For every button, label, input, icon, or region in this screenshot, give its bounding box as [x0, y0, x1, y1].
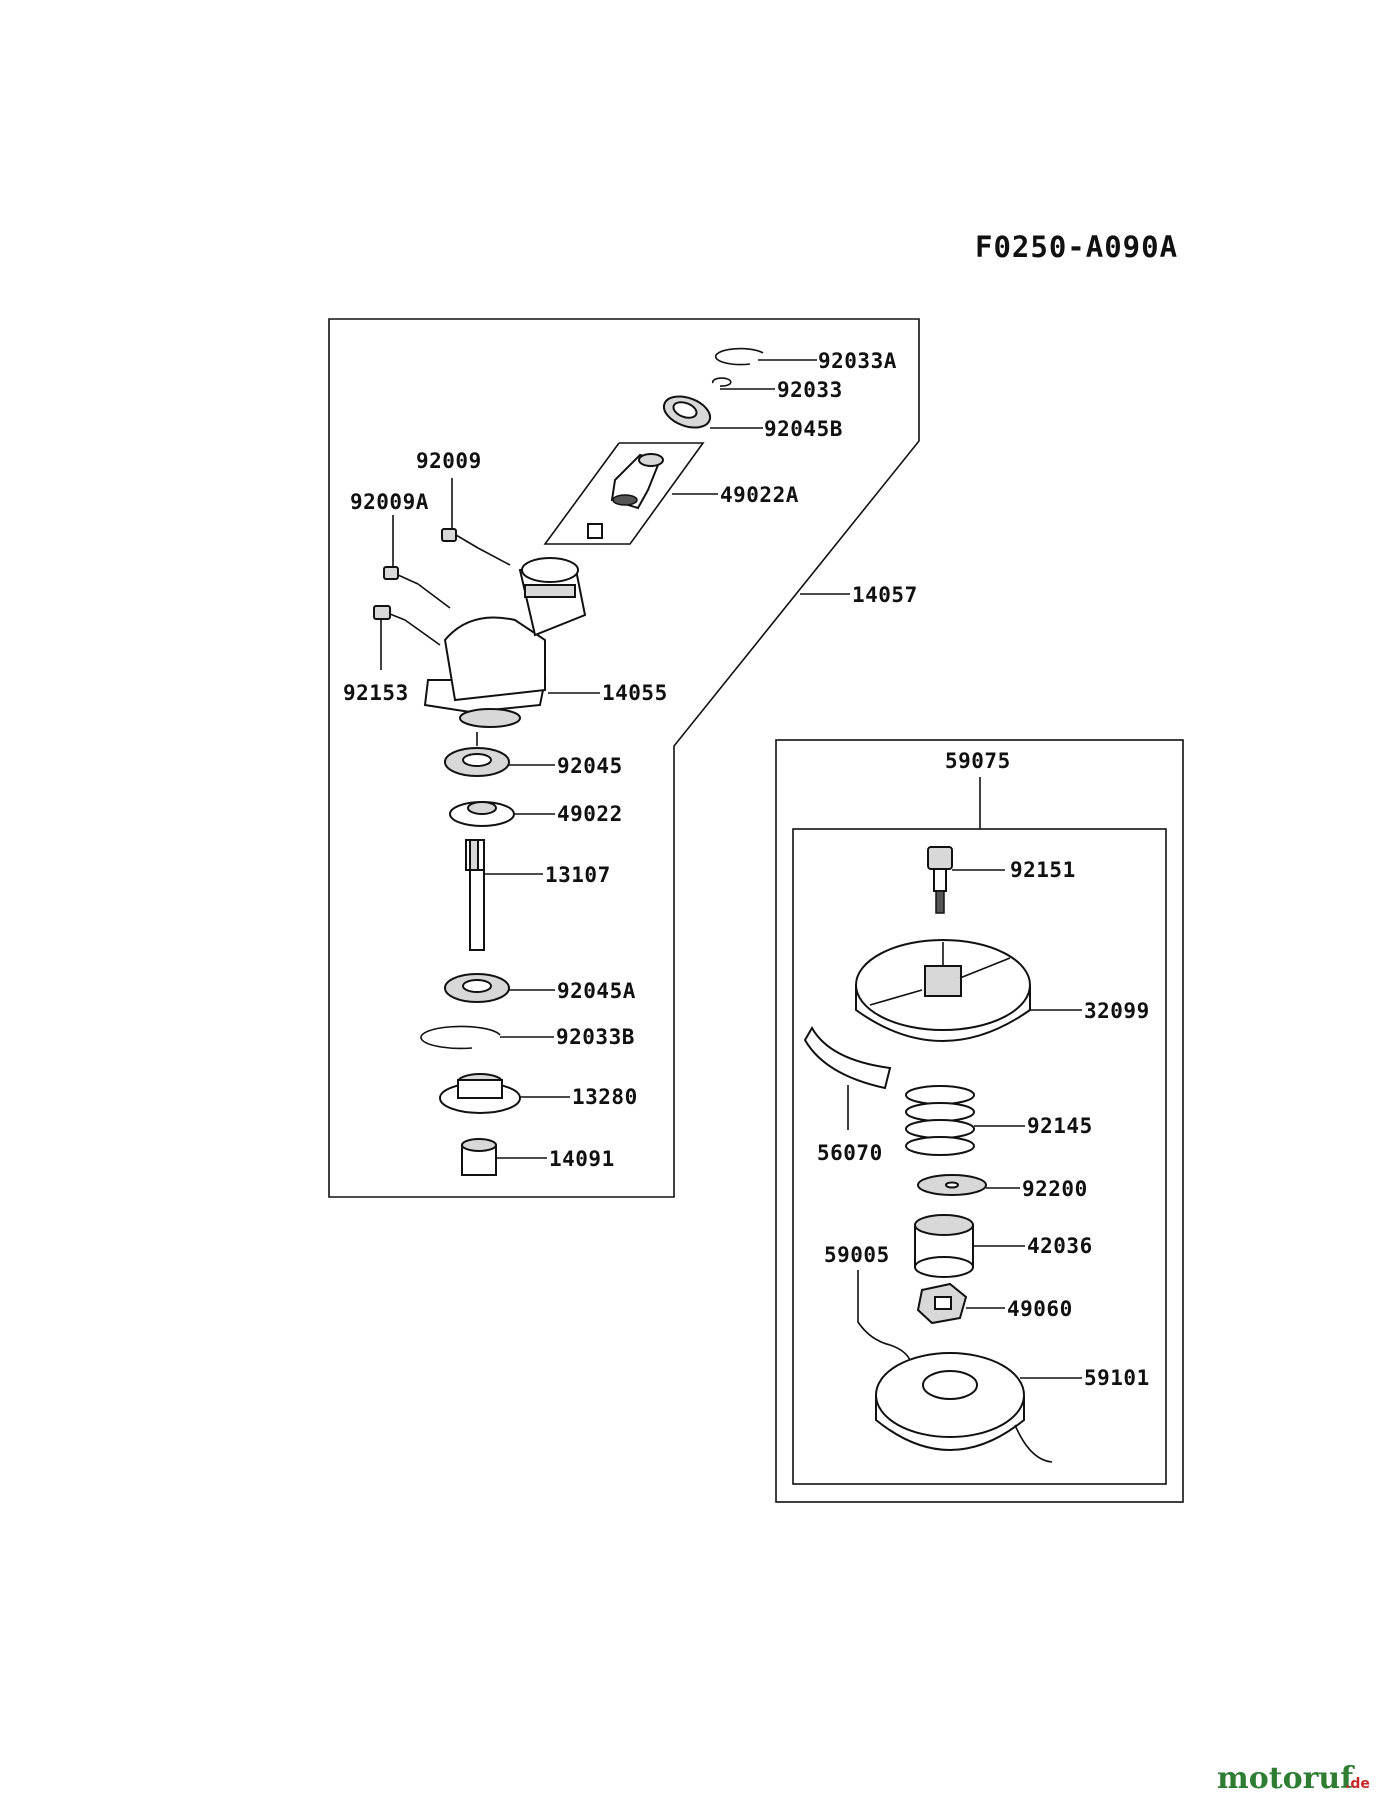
gear-case-14055 — [423, 557, 600, 728]
bearing-92045a — [444, 973, 555, 1003]
bearing-92045b — [662, 395, 763, 429]
label-92033a: 92033A — [818, 349, 897, 373]
watermark-suffix: .de — [1345, 1776, 1370, 1792]
trimmer-head-outer-frame — [775, 739, 1184, 1503]
bolt-92009 — [441, 478, 511, 566]
label-92009a: 92009A — [350, 490, 429, 514]
label-92200: 92200 — [1022, 1177, 1088, 1201]
gear-49022 — [449, 801, 555, 827]
spool-59101 — [875, 1352, 1082, 1463]
label-92153: 92153 — [343, 681, 409, 705]
label-49060: 49060 — [1007, 1297, 1073, 1321]
gear-case-frame — [328, 318, 920, 1198]
circlip-92033b — [420, 1025, 554, 1050]
washer-92200 — [917, 1174, 1020, 1196]
label-13107: 13107 — [545, 863, 611, 887]
spring-92145 — [905, 1085, 1025, 1156]
label-59005: 59005 — [824, 1243, 890, 1267]
label-14091: 14091 — [549, 1147, 615, 1171]
label-14055: 14055 — [602, 681, 668, 705]
label-92045a: 92045A — [557, 979, 636, 1003]
label-92033b: 92033B — [556, 1025, 635, 1049]
label-92145: 92145 — [1027, 1114, 1093, 1138]
clip-92033 — [711, 377, 775, 390]
nut-49060 — [916, 1282, 1005, 1325]
head-32099 — [855, 939, 1082, 1042]
label-92009: 92009 — [416, 449, 482, 473]
label-strip-56070 — [803, 1025, 892, 1130]
label-42036: 42036 — [1027, 1234, 1093, 1258]
label-13280: 13280 — [572, 1085, 638, 1109]
label-92033: 92033 — [777, 378, 843, 402]
bolt-92153 — [373, 605, 441, 670]
knob-42036 — [914, 1214, 1025, 1278]
label-92151: 92151 — [1010, 858, 1076, 882]
bearing-92045 — [444, 732, 555, 777]
label-59101: 59101 — [1084, 1366, 1150, 1390]
diagram-code: F0250-A090A — [975, 230, 1178, 264]
line-59005 — [857, 1270, 911, 1361]
bolt-92151 — [927, 846, 1005, 914]
bolt-92009a — [383, 515, 451, 609]
label-92045: 92045 — [557, 754, 623, 778]
collar-13280 — [439, 1073, 570, 1114]
label-56070: 56070 — [817, 1141, 883, 1165]
bushing-14091 — [461, 1138, 547, 1176]
watermark-logo: motoruf .de — [1217, 1761, 1370, 1796]
label-59075: 59075 — [945, 749, 1011, 773]
label-32099: 32099 — [1084, 999, 1150, 1023]
label-49022: 49022 — [557, 802, 623, 826]
shaft-13107 — [465, 839, 543, 951]
watermark-text: motoruf — [1217, 1761, 1355, 1796]
label-49022a: 49022A — [720, 483, 799, 507]
label-92045b: 92045B — [764, 417, 843, 441]
label-14057: 14057 — [852, 583, 918, 607]
circlip-92033a — [714, 347, 817, 366]
gear-49022a — [543, 442, 718, 545]
